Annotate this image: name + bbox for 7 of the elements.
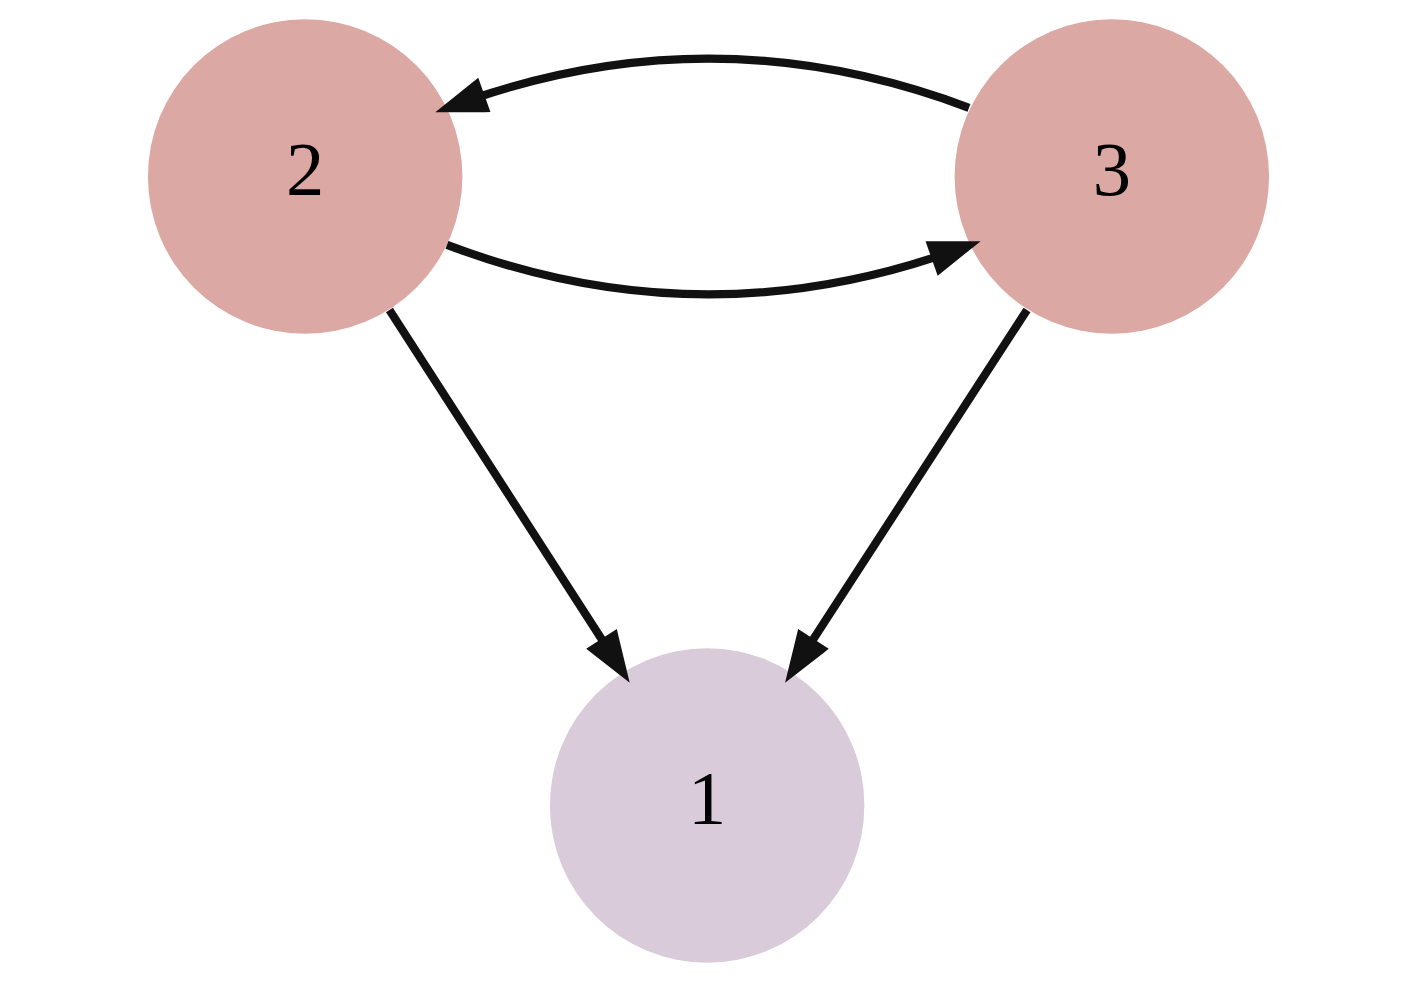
node-circle: 2 — [147, 19, 463, 334]
arrow — [435, 54, 971, 113]
node-circle: 1 — [549, 648, 865, 963]
arrow — [785, 307, 1031, 683]
arrow — [386, 307, 630, 683]
arrow — [445, 241, 981, 299]
node-circle: 3 — [954, 19, 1270, 334]
